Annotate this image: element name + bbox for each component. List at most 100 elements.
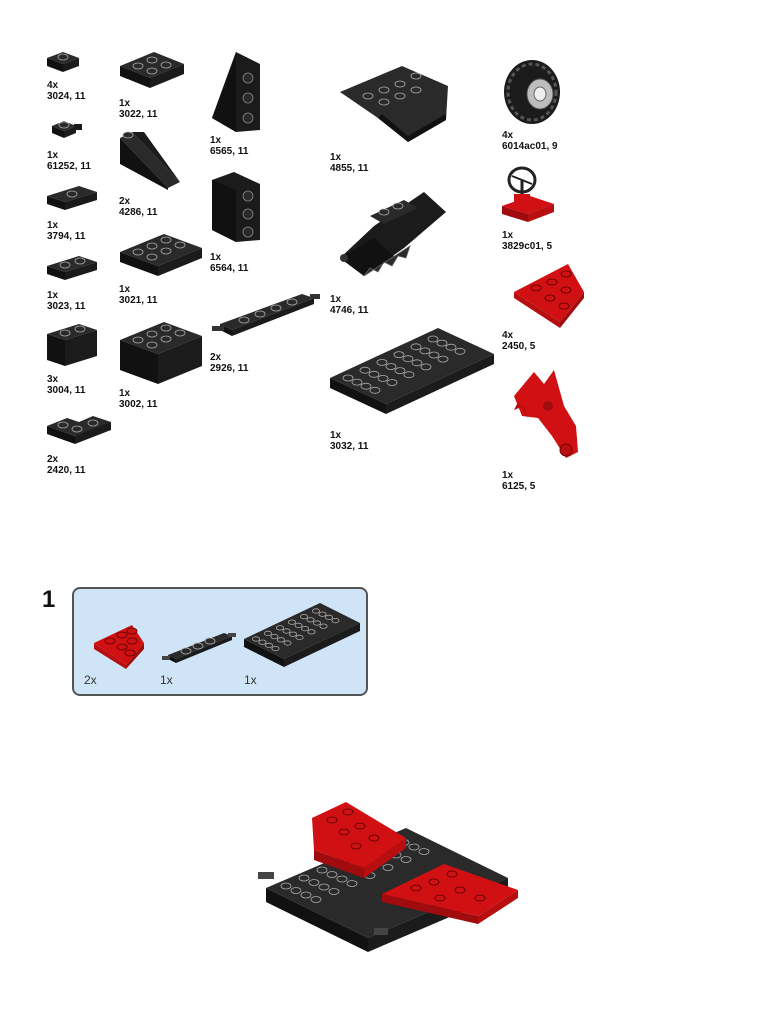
stud <box>300 891 312 899</box>
stud <box>369 386 381 394</box>
part-6014ac01-image <box>500 56 564 126</box>
stud <box>382 864 394 871</box>
stud <box>251 636 260 642</box>
stud <box>307 629 316 635</box>
stud <box>376 359 388 366</box>
step-parts-callout: 2x 1x 1x <box>72 587 368 696</box>
stud <box>418 848 430 855</box>
stud <box>288 619 297 625</box>
stud <box>419 347 431 355</box>
stud <box>271 645 280 652</box>
stud <box>403 371 415 379</box>
part-2450-image <box>512 262 586 328</box>
stud <box>454 347 466 355</box>
stud <box>300 614 309 620</box>
part-2926-image <box>210 290 320 346</box>
stud <box>400 856 412 863</box>
stud <box>306 617 315 623</box>
stud <box>258 639 267 645</box>
stud <box>408 843 420 851</box>
stud <box>294 622 303 628</box>
stud <box>393 351 405 359</box>
stud <box>319 623 328 629</box>
part-4855-image <box>338 62 450 144</box>
stud <box>290 887 302 894</box>
callout-part-3032-image <box>242 601 362 675</box>
part-3032-image <box>328 324 496 428</box>
stud <box>318 611 327 617</box>
stud <box>359 366 371 374</box>
part-3794-image <box>45 182 99 214</box>
stud <box>298 874 310 882</box>
stud <box>326 871 338 878</box>
stud <box>328 888 340 895</box>
stud <box>445 343 457 351</box>
stud <box>402 355 414 363</box>
stud <box>410 343 422 351</box>
stud <box>283 640 292 646</box>
part-61252-image <box>50 116 84 142</box>
stud <box>394 367 406 374</box>
stud <box>264 642 273 649</box>
stud <box>436 339 448 347</box>
stud <box>351 378 363 386</box>
stud <box>282 628 291 634</box>
stud <box>289 631 298 637</box>
stud <box>420 363 432 371</box>
step-1-assembly-image <box>256 798 522 954</box>
stud <box>301 625 310 632</box>
part-2420-image <box>45 410 113 448</box>
stud <box>280 882 292 890</box>
part-3024-image <box>45 48 81 76</box>
callout-part-2450-image <box>92 623 146 669</box>
stud <box>310 896 322 903</box>
stud <box>368 370 380 378</box>
stud <box>316 866 328 874</box>
callout-count-1: 2x <box>84 673 97 687</box>
stud <box>437 355 449 363</box>
callout-count-2: 1x <box>160 673 173 687</box>
part-4746-image <box>334 186 450 286</box>
stud <box>346 880 358 887</box>
stud <box>427 335 439 343</box>
part-4286-image <box>118 128 182 192</box>
part-3022-image <box>118 46 186 96</box>
stud <box>270 633 279 640</box>
stud <box>325 614 334 620</box>
stud <box>308 879 320 886</box>
callout-part-2926-image <box>160 629 236 669</box>
step-number: 1 <box>42 586 56 613</box>
stud <box>411 359 423 367</box>
callout-count-3: 1x <box>244 673 257 687</box>
stud <box>313 620 322 626</box>
stud <box>331 617 340 624</box>
stud <box>428 351 440 359</box>
part-6564-image <box>208 170 264 244</box>
stud <box>312 608 321 614</box>
stud <box>360 382 372 390</box>
stud <box>342 374 354 382</box>
part-3021-image <box>118 228 204 282</box>
stud <box>377 375 389 382</box>
stud <box>277 637 286 643</box>
part-3023-image <box>45 252 99 286</box>
stud <box>276 625 285 631</box>
stud <box>295 634 304 641</box>
part-6125-image <box>504 366 584 464</box>
